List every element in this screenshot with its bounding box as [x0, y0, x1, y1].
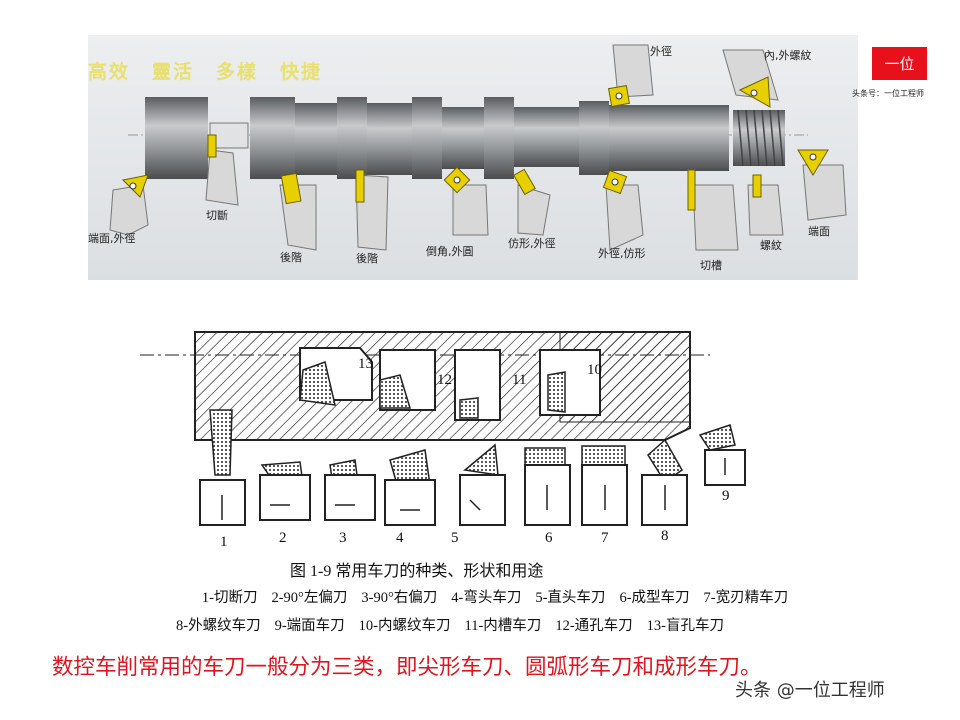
tool-number: 12: [437, 372, 452, 388]
slogan-word: 靈活: [152, 61, 195, 83]
tool-number: 11: [512, 372, 527, 388]
label-od-top: 外徑: [650, 45, 672, 58]
label-od-profile: 外徑,仿形: [598, 247, 646, 260]
tool-number: 1: [220, 534, 228, 550]
label-cutoff: 切斷: [206, 209, 228, 222]
legend-item: 7-宽刃精车刀: [703, 590, 789, 606]
turning-operations-photo: 高效靈活多樣快捷 端面,外徑 切斷 後階 後階 倒角,外圓 仿形,外徑 外徑 外…: [88, 35, 858, 280]
slogan: 高效靈活多樣快捷: [88, 57, 344, 84]
legend-row-1: 1-切断刀 2-90°左偏刀 3-90°右偏刀 4-弯头车刀 5-直头车刀 6-成型车刀 7…: [45, 586, 945, 607]
summary-text: 数控车削常用的车刀一般分为三类，即尖形车刀、圆弧形车刀和成形车刀。: [52, 655, 762, 680]
tool-number: 4: [396, 530, 404, 546]
legend-item: 10-内螺纹车刀: [358, 618, 451, 634]
label-face-od: 端面,外徑: [88, 232, 136, 245]
tool-number: 6: [545, 530, 553, 546]
legend-item: 11-内槽车刀: [464, 618, 542, 634]
tool-number: 13: [358, 356, 373, 372]
slogan-word: 快捷: [280, 61, 323, 83]
lathe-tool-diagram: [140, 331, 746, 526]
tool-number: 9: [722, 488, 730, 504]
legend-item: 1-切断刀: [201, 590, 258, 606]
brand-logo: 一位: [872, 47, 927, 80]
label-profile-od: 仿形,外徑: [508, 237, 556, 250]
label-grooving: 切槽: [700, 259, 722, 272]
legend-item: 3-90°右偏刀: [361, 590, 438, 606]
tool-number: 3: [339, 530, 347, 546]
legend-row-2: 8-外螺纹车刀 9-端面车刀 10-内螺纹车刀 11-内槽车刀 12-通孔车刀 13-盲孔…: [0, 614, 900, 635]
label-thread: 螺紋: [760, 239, 782, 252]
legend-item: 13-盲孔车刀: [646, 618, 724, 634]
logo-subtitle: 头条号：一位工程师: [852, 89, 924, 98]
label-thread-in-out: 內,外螺紋: [764, 49, 812, 62]
slogan-word: 高效: [88, 61, 131, 83]
legend-item: 4-弯头车刀: [451, 590, 522, 606]
footer-attribution: 头条 @一位工程师: [735, 680, 885, 701]
shaft-illustration: [109, 44, 847, 251]
label-face: 端面: [808, 225, 830, 238]
label-chamfer: 倒角,外圓: [426, 245, 474, 258]
legend-item: 2-90°左偏刀: [271, 590, 348, 606]
legend-item: 9-端面车刀: [274, 618, 345, 634]
label-back-turn-1: 後階: [280, 251, 302, 264]
legend-item: 6-成型车刀: [619, 590, 690, 606]
figure-caption: 图 1-9 常用车刀的种类、形状和用途: [290, 563, 544, 580]
legend-item: 8-外螺纹车刀: [175, 618, 261, 634]
tool-number: 7: [601, 530, 609, 546]
tool-number: 10: [587, 362, 602, 378]
label-back-turn-2: 後階: [356, 252, 378, 265]
slogan-word: 多樣: [216, 61, 259, 83]
legend-item: 12-通孔车刀: [555, 618, 633, 634]
legend-item: 5-直头车刀: [535, 590, 606, 606]
tool-number: 8: [661, 528, 669, 544]
tool-number: 2: [279, 530, 287, 546]
tool-number: 5: [451, 530, 459, 546]
